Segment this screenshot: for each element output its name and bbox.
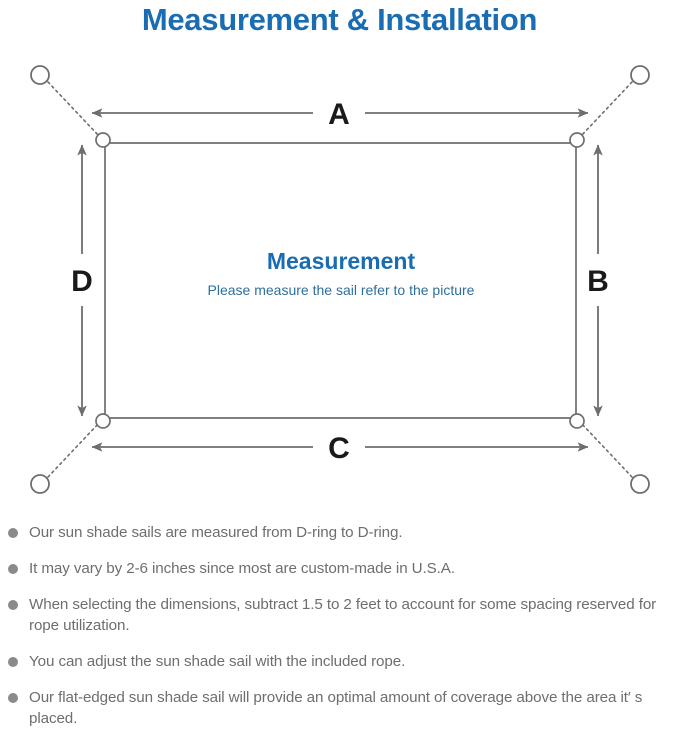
d-ring-top-right-icon (569, 132, 585, 148)
anchor-bottom-left-icon (30, 474, 50, 494)
notes-list: Our sun shade sails are measured from D-… (0, 522, 679, 744)
list-item: Our sun shade sails are measured from D-… (0, 522, 679, 543)
note-text: Our flat-edged sun shade sail will provi… (29, 689, 643, 727)
d-ring-top-left-icon (95, 132, 111, 148)
list-item: It may vary by 2-6 inches since most are… (0, 558, 679, 579)
bullet-icon (8, 600, 18, 610)
dimension-d: D (71, 144, 93, 417)
anchor-bottom-right-icon (630, 474, 650, 494)
note-text: When selecting the dimensions, subtract … (29, 596, 657, 634)
dimension-d-label: D (71, 265, 93, 298)
bullet-icon (8, 693, 18, 703)
note-text: It may vary by 2-6 inches since most are… (29, 560, 455, 577)
list-item: Our flat-edged sun shade sail will provi… (0, 687, 679, 729)
note-text: You can adjust the sun shade sail with t… (29, 653, 406, 670)
dimension-b-label: B (587, 265, 609, 298)
anchor-points (30, 65, 650, 494)
dimension-b: B (587, 144, 609, 417)
rope-top-right (580, 81, 633, 137)
anchor-top-right-icon (630, 65, 650, 85)
anchor-top-left-icon (30, 65, 50, 85)
rope-lines (47, 81, 633, 478)
bullet-icon (8, 564, 18, 574)
rope-bottom-right (580, 422, 633, 478)
d-ring-bottom-left-icon (95, 413, 111, 429)
bullet-icon (8, 657, 18, 667)
dimension-c-label: C (328, 432, 350, 465)
rope-bottom-left (47, 422, 100, 478)
dimension-a: A (91, 98, 589, 131)
note-text: Our sun shade sails are measured from D-… (29, 524, 403, 541)
diagram-center-subtitle: Please measure the sail refer to the pic… (208, 282, 475, 298)
diagram-center-title: Measurement (267, 248, 416, 274)
list-item: When selecting the dimensions, subtract … (0, 594, 679, 636)
sail-rectangle (104, 142, 577, 419)
d-rings (95, 132, 585, 429)
list-item: You can adjust the sun shade sail with t… (0, 651, 679, 672)
page-title: Measurement & Installation (141, 2, 538, 37)
bullet-icon (8, 528, 18, 538)
dimension-a-label: A (328, 98, 350, 131)
rope-top-left (47, 81, 100, 137)
d-ring-bottom-right-icon (569, 413, 585, 429)
measurement-diagram: A C D B Measurement Please measure the s… (0, 44, 679, 519)
dimension-c: C (91, 432, 589, 465)
